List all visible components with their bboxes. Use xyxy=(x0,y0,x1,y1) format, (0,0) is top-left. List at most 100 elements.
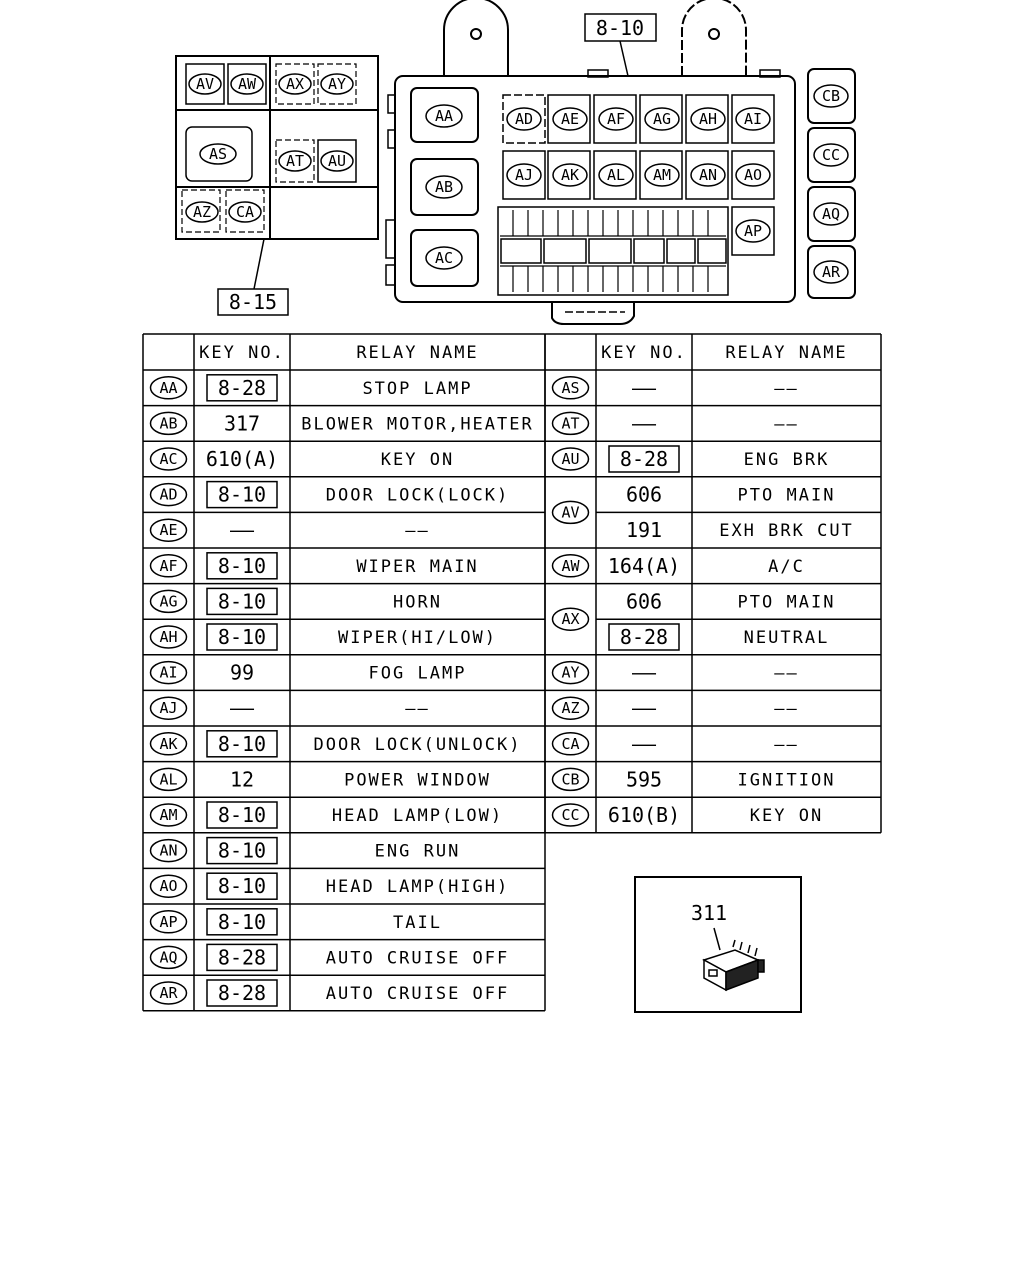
tag-oval xyxy=(552,163,588,187)
key-no-value: 317 xyxy=(224,411,260,435)
tag-label: AQ xyxy=(822,205,840,223)
table-row-tag-al: AL xyxy=(149,767,188,792)
key-no-value: 191 xyxy=(626,518,662,542)
table-key-ab: 317 xyxy=(224,411,260,435)
tag-oval xyxy=(149,945,188,970)
tag-label: AL xyxy=(607,166,625,184)
key-no-value: 8-10 xyxy=(218,554,266,578)
tag-oval xyxy=(278,73,312,95)
table-key-as: —— xyxy=(632,376,657,400)
table-row-tag-cc: CC xyxy=(551,803,590,827)
key-no-value: 8-10 xyxy=(218,483,266,507)
tag-label: AP xyxy=(744,222,762,240)
key-no-value: 606 xyxy=(626,589,662,613)
tag-oval xyxy=(149,376,188,400)
header-key-no: KEY NO. xyxy=(601,343,687,363)
key-no-value: 8-28 xyxy=(218,376,266,400)
table-row-tag-ao: AO xyxy=(149,874,188,898)
table-key-ax: 8-28 xyxy=(608,623,680,651)
key-no-value: 8-10 xyxy=(218,803,266,827)
table-relay-name-an: ENG RUN xyxy=(375,842,461,862)
relay-tag-aj: AJ xyxy=(506,163,542,187)
table-relay-name-ay: —— xyxy=(774,664,798,684)
table-relay-name-ak: DOOR LOCK(UNLOCK) xyxy=(314,735,522,755)
tag-oval xyxy=(735,163,771,187)
key-no-value: 8-28 xyxy=(620,625,668,649)
tag-label: AT xyxy=(561,414,579,432)
key-no-value: 8-10 xyxy=(218,732,266,756)
table-key-av: 606 xyxy=(626,483,662,507)
key-no-value: —— xyxy=(230,696,255,720)
table-row-tag-ad: AD xyxy=(149,482,188,507)
tag-oval xyxy=(690,107,726,131)
tag-oval xyxy=(320,150,354,172)
tag-oval xyxy=(598,163,634,187)
relay-tag-cc: CC xyxy=(813,143,849,167)
table-relay-name-ax: NEUTRAL xyxy=(744,628,830,648)
tag-oval xyxy=(149,589,188,614)
table-key-cb: 595 xyxy=(626,767,662,791)
table-relay-name-cc: KEY ON xyxy=(750,806,823,826)
key-no-value: —— xyxy=(632,411,657,435)
table-key-ao: 8-10 xyxy=(206,872,278,900)
table-key-ah: 8-10 xyxy=(206,623,278,651)
tag-label: AU xyxy=(328,152,346,170)
table-key-ak: 8-10 xyxy=(206,730,278,758)
table-relay-name-aa: STOP LAMP xyxy=(362,379,472,399)
key-no-value: —— xyxy=(632,696,657,720)
table-row-tag-az: AZ xyxy=(551,696,590,720)
table-relay-name-al: POWER WINDOW xyxy=(344,770,491,790)
relay-tag-ak: AK xyxy=(552,163,588,187)
tag-oval xyxy=(551,447,590,471)
relay-tag-aq: AQ xyxy=(813,202,849,226)
tag-oval xyxy=(551,803,590,827)
table-key-az: —— xyxy=(632,696,657,720)
tag-oval xyxy=(149,874,188,898)
table-relay-name-ar: AUTO CRUISE OFF xyxy=(326,984,510,1004)
header-key-no: KEY NO. xyxy=(199,343,285,363)
table-key-at: —— xyxy=(632,411,657,435)
table-relay-name-ac: KEY ON xyxy=(381,450,454,470)
tag-oval xyxy=(551,767,590,792)
tag-oval xyxy=(425,246,463,270)
tag-oval xyxy=(149,767,188,792)
header-relay-name: RELAY NAME xyxy=(356,343,478,363)
tag-label: AB xyxy=(435,178,453,196)
tag-label: AN xyxy=(159,842,177,860)
tag-label: AO xyxy=(159,877,177,895)
tag-oval xyxy=(149,838,188,863)
tag-label: AK xyxy=(159,735,177,753)
key-no-value: 595 xyxy=(626,767,662,791)
table-row-tag-ab: AB xyxy=(149,411,188,436)
tag-label: AS xyxy=(209,145,227,163)
relay-tag-az: AZ xyxy=(185,201,219,223)
tag-label: AJ xyxy=(159,699,177,717)
table-row-tag-au: AU xyxy=(551,447,590,471)
tag-oval xyxy=(199,143,237,165)
key-no-value: 8-10 xyxy=(218,839,266,863)
key-no-value: 8-28 xyxy=(218,945,266,969)
relay-inset: 311 xyxy=(634,876,802,1013)
callout-leaders xyxy=(217,13,657,316)
tag-label: AE xyxy=(159,521,177,539)
relay-tag-ab: AB xyxy=(425,175,463,199)
tag-oval xyxy=(149,411,188,436)
table-key-ap: 8-10 xyxy=(206,908,278,936)
tag-oval xyxy=(813,202,849,226)
table-relay-name-au: ENG BRK xyxy=(744,450,830,470)
tag-oval xyxy=(551,732,590,756)
main-relay-box xyxy=(385,0,856,325)
tag-label: CC xyxy=(561,806,579,824)
tag-oval xyxy=(813,260,849,284)
tag-oval xyxy=(149,482,188,507)
table-key-ca: —— xyxy=(632,732,657,756)
tag-oval xyxy=(149,981,188,1005)
table-row-tag-ah: AH xyxy=(149,625,188,649)
tag-oval xyxy=(149,447,188,471)
tag-oval xyxy=(149,696,188,720)
table-key-aq: 8-28 xyxy=(206,943,278,972)
relay-tag-af: AF xyxy=(598,107,634,131)
tag-label: AV xyxy=(561,503,579,521)
table-relay-name-ap: TAIL xyxy=(393,913,442,933)
